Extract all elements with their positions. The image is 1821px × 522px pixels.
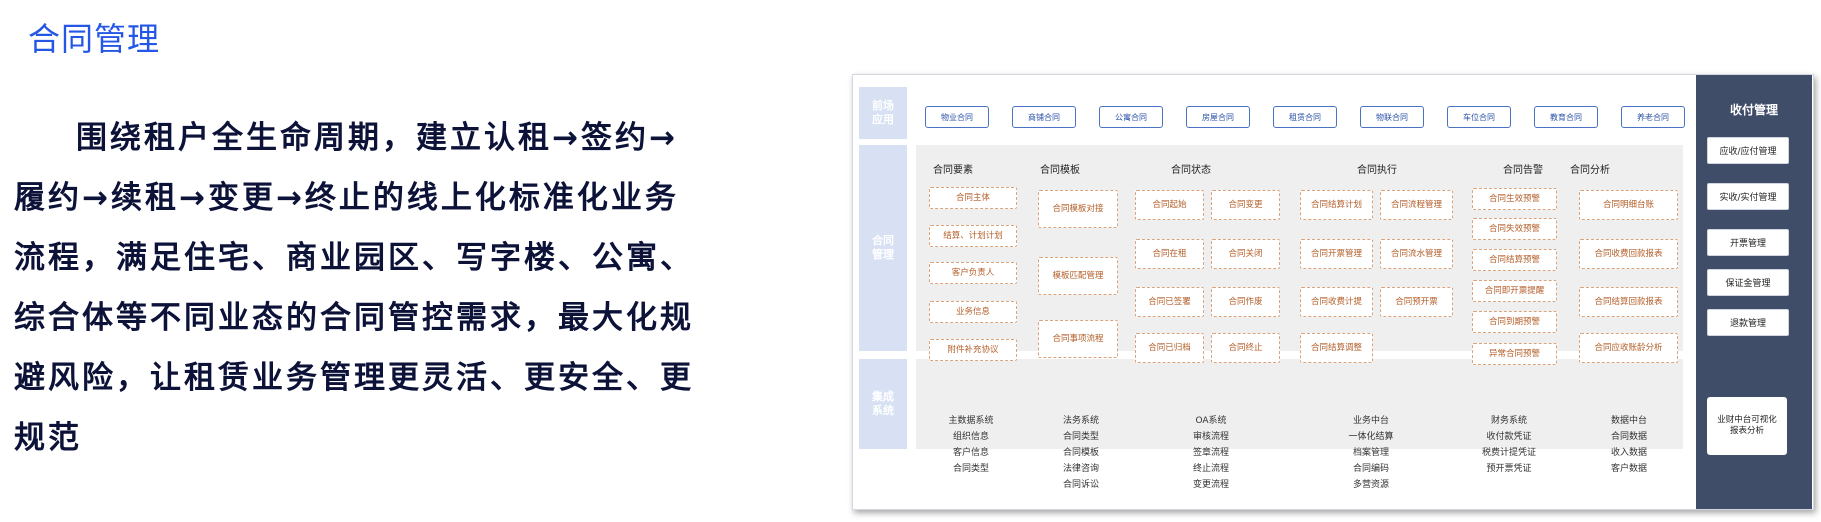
integration-system-item: 档案管理	[1352, 448, 1389, 458]
integration-system-title: 业务中台	[1352, 416, 1389, 426]
integration-system-item: 多营资源	[1352, 480, 1389, 490]
integration-system-item: 组织信息	[952, 432, 989, 442]
integration-system-item: 合同模板	[1062, 448, 1099, 458]
integration-system-item: 合同类型	[952, 464, 989, 474]
right-panel-title: 收付管理	[1729, 103, 1778, 117]
integration-system-item: 收付款凭证	[1486, 432, 1532, 442]
integration-system-item: 变更流程	[1192, 480, 1229, 490]
column-header: 合同状态	[1171, 165, 1211, 176]
dashed-item-box: 结算、计划计划	[929, 225, 1017, 247]
top-app-button[interactable]: 公寓合同	[1099, 106, 1163, 128]
column-header: 合同告警	[1503, 165, 1543, 176]
integration-system-column: 法务系统合同类型合同模板法律咨询合同诉讼	[1045, 413, 1117, 493]
right-panel-analysis-box: 业财中台可视化 报表分析	[1707, 397, 1787, 455]
dashed-item-box: 合同开票管理	[1300, 239, 1373, 269]
integration-system-item: 合同诉讼	[1062, 480, 1099, 490]
top-app-button[interactable]: 物业合同	[925, 106, 989, 128]
dashed-item-box: 合同已归档	[1135, 333, 1204, 363]
integration-system-item: 法律咨询	[1062, 464, 1099, 474]
dashed-item-box: 附件补充协议	[929, 339, 1017, 361]
row-label-bottom: 集成 系统	[859, 359, 907, 449]
integration-system-item: 税费计提凭证	[1481, 448, 1536, 458]
dashed-item-box: 合同事项流程	[1038, 320, 1118, 358]
dashed-item-box: 合同结算计划	[1300, 190, 1373, 220]
integration-system-column: OA系统审核流程签章流程终止流程变更流程	[1175, 413, 1247, 493]
dashed-item-box: 合同结算预警	[1472, 249, 1557, 271]
dashed-item-box: 合同到期预警	[1472, 311, 1557, 333]
integration-system-column: 数据中台合同数据收入数据客户数据	[1593, 413, 1665, 477]
top-app-button[interactable]: 商铺合同	[1012, 106, 1076, 128]
integration-system-item: 审核流程	[1192, 432, 1229, 442]
integration-system-column: 业务中台一体化结算档案管理合同编码多营资源	[1335, 413, 1407, 493]
dashed-item-box: 合同变更	[1211, 190, 1280, 220]
row-label-main: 合同 管理	[859, 145, 907, 351]
integration-system-title: 主数据系统	[948, 416, 994, 426]
contract-architecture-diagram: 前场 应用 合同 管理 集成 系统 物业合同 商铺合同 公寓合同 房屋合同 租赁合同 物联…	[852, 74, 1814, 510]
dashed-item-box: 合同主体	[929, 187, 1017, 209]
row-label-top: 前场 应用	[859, 87, 907, 139]
dashed-item-box: 合同预开票	[1380, 287, 1453, 317]
top-app-button[interactable]: 养老合同	[1621, 106, 1685, 128]
payment-management-button[interactable]: 实收/实付管理	[1707, 183, 1789, 210]
dashed-item-box: 客户负责人	[929, 262, 1017, 284]
integration-system-item: 合同类型	[1062, 432, 1099, 442]
dashed-item-box: 模板匹配管理	[1038, 257, 1118, 295]
payment-management-button[interactable]: 保证金管理	[1707, 269, 1789, 296]
payment-management-button[interactable]: 应收/应付管理	[1707, 137, 1789, 164]
dashed-item-box: 合同收费回款报表	[1579, 239, 1678, 269]
intro-paragraph: 围绕租户全生命周期，建立认租→签约→履约→续租→变更→终止的线上化标准化业务流程…	[14, 120, 694, 456]
integration-system-item: 客户信息	[952, 448, 989, 458]
dashed-item-box: 合同结算调整	[1300, 333, 1373, 363]
dashed-item-box: 合同生效预警	[1472, 188, 1557, 210]
top-app-button[interactable]: 教育合同	[1534, 106, 1598, 128]
dashed-item-box: 合同终止	[1211, 333, 1280, 363]
top-app-button[interactable]: 物联合同	[1360, 106, 1424, 128]
dashed-item-box: 合同即开票提醒	[1472, 280, 1557, 302]
integration-system-title: OA系统	[1195, 416, 1227, 426]
column-header: 合同要素	[933, 165, 973, 176]
dashed-item-box: 合同起始	[1135, 190, 1204, 220]
payment-management-button[interactable]: 开票管理	[1707, 229, 1789, 256]
top-app-button[interactable]: 房屋合同	[1186, 106, 1250, 128]
dashed-item-box: 合同结算回款报表	[1579, 287, 1678, 317]
integration-system-column: 主数据系统组织信息客户信息合同类型	[935, 413, 1007, 477]
dashed-item-box: 业务信息	[929, 301, 1017, 323]
dashed-item-box: 合同模板对接	[1038, 190, 1118, 228]
integration-system-item: 客户数据	[1610, 464, 1647, 474]
top-app-button[interactable]: 租赁合同	[1273, 106, 1337, 128]
integration-panel	[916, 359, 1683, 449]
integration-system-item: 一体化结算	[1348, 432, 1394, 442]
dashed-item-box: 合同收费计提	[1300, 287, 1373, 317]
dashed-item-box: 合同应收账龄分析	[1579, 333, 1678, 363]
integration-system-item: 预开票凭证	[1486, 464, 1532, 474]
integration-system-title: 数据中台	[1610, 416, 1647, 426]
dashed-item-box: 合同流水管理	[1380, 239, 1453, 269]
dashed-item-box: 合同在租	[1135, 239, 1204, 269]
column-header: 合同执行	[1357, 165, 1397, 176]
integration-system-title: 财务系统	[1490, 416, 1527, 426]
column-header: 合同模板	[1040, 165, 1080, 176]
integration-system-title: 法务系统	[1062, 416, 1099, 426]
integration-system-item: 签章流程	[1192, 448, 1229, 458]
integration-system-item: 合同编码	[1352, 464, 1389, 474]
integration-system-item: 终止流程	[1192, 464, 1229, 474]
dashed-item-box: 合同流程管理	[1380, 190, 1453, 220]
page-title: 合同管理	[28, 20, 161, 58]
payment-management-panel: 收付管理 应收/应付管理实收/实付管理开票管理保证金管理退款管理 业财中台可视化…	[1696, 75, 1812, 509]
dashed-item-box: 合同关闭	[1211, 239, 1280, 269]
column-header: 合同分析	[1570, 165, 1610, 176]
integration-system-item: 合同数据	[1610, 432, 1647, 442]
payment-management-button[interactable]: 退款管理	[1707, 309, 1789, 336]
dashed-item-box: 合同明细台账	[1579, 190, 1678, 220]
dashed-item-box: 异常合同预警	[1472, 343, 1557, 365]
dashed-item-box: 合同作废	[1211, 287, 1280, 317]
dashed-item-box: 合同失效预警	[1472, 218, 1557, 240]
integration-system-column: 财务系统收付款凭证税费计提凭证预开票凭证	[1473, 413, 1545, 477]
top-app-button[interactable]: 车位合同	[1447, 106, 1511, 128]
integration-system-item: 收入数据	[1610, 448, 1647, 458]
dashed-item-box: 合同已签署	[1135, 287, 1204, 317]
